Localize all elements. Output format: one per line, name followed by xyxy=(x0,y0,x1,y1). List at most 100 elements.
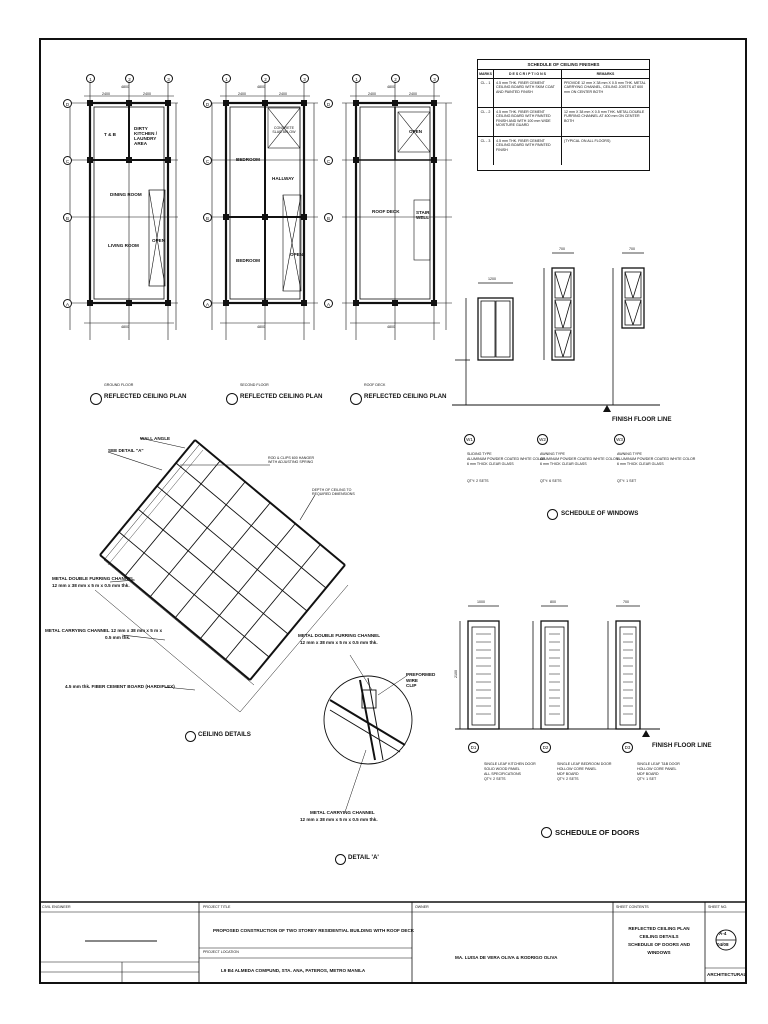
sheet-no: A-4 xyxy=(719,931,727,936)
mark-cell: CL - 3 xyxy=(478,137,494,165)
project-location: L9 B4 ALMEDA COMPUND, STA. ANA, PATEROS,… xyxy=(221,968,366,973)
window-tag: W1 xyxy=(464,434,475,445)
room-label: DINING ROOM xyxy=(110,192,142,197)
civil-engineer-label: CIVIL ENGINEER xyxy=(42,905,71,909)
table-row: CL - 1 4.5 mm THK. FIBER CEMENT CEILING … xyxy=(478,79,649,108)
project-title-label: PROJECT TITLE xyxy=(203,905,231,909)
room-label: BEDROOM xyxy=(236,157,260,162)
grid-bubble-2: 2 xyxy=(261,74,270,83)
plan-title: REFLECTED CEILING PLAN xyxy=(364,393,447,400)
desc-line: 6 mm THICK CLEAR GLASS xyxy=(617,462,664,466)
door-desc: SINGLE LEAF BEDROOM DOOR HOLLOW CORE PAN… xyxy=(557,762,612,782)
sheet-no-label: SHEET NO. xyxy=(708,905,728,909)
qty-line: QTY: 1 SET xyxy=(617,479,637,483)
grid-bubble-b: B xyxy=(203,213,212,222)
desc-cell: 4.5 mm THK. FIBER CEMENT CEILING BOARD W… xyxy=(494,108,562,136)
table-row: CL - 2 4.5 mm THK. FIBER CEMENT CEILING … xyxy=(478,108,649,137)
room-label: HALLWAY xyxy=(272,176,295,181)
dim-half: 2400 xyxy=(409,92,417,96)
room-label: ROOF DECK xyxy=(372,209,400,214)
level-label: GROUND FLOOR xyxy=(104,383,134,387)
grid-bubble-1: 1 xyxy=(222,74,231,83)
dim-top: 4800 xyxy=(121,85,129,89)
dim-bottom: 4800 xyxy=(257,325,265,329)
qty-line: QTY: 2 SETS xyxy=(484,777,506,781)
grid-bubble-d: D xyxy=(63,99,72,108)
finish-floor-label: FINISH FLOOR LINE xyxy=(612,416,672,423)
grid-bubble-b: B xyxy=(63,213,72,222)
detail-a-title: DETAIL 'A' xyxy=(348,854,379,861)
desc-line: HOLLOW CORE PANEL xyxy=(637,767,677,771)
door-height: 2100 xyxy=(454,670,458,678)
title-bubble-icon xyxy=(335,854,346,865)
project-location-label: PROJECT LOCATION xyxy=(203,950,239,954)
project-title: PROPOSED CONSTRUCTION OF TWO STOREY RESI… xyxy=(213,928,415,933)
window-tag: W3 xyxy=(614,434,625,445)
grid-bubble-c: C xyxy=(63,156,72,165)
ceiling-isometric-grid xyxy=(94,439,349,713)
schedule-title: SCHEDULE OF CEILING FINISHES xyxy=(478,60,649,70)
grid-bubble-a: A xyxy=(203,299,212,308)
schedule-header-row: MARKS D E S C R I P T I O N S REMARKS xyxy=(478,70,649,79)
room-label: LIVING ROOM xyxy=(108,243,139,248)
qty-line: QTY: 2 SETS xyxy=(467,479,489,483)
room-label: STAIR WELL xyxy=(416,210,430,220)
desc-line: AWNING TYPE xyxy=(540,452,565,456)
windows-schedule-title: SCHEDULE OF WINDOWS xyxy=(561,510,639,517)
detail-a-label: 12 mm x 38 mm x 5 m x 0.5 mm thk. xyxy=(300,817,378,822)
sheet-of: 04/08 xyxy=(717,942,729,947)
remarks-cell: (TYPICAL ON ALL FLOORS) xyxy=(564,139,611,143)
doors-schedule-title: SCHEDULE OF DOORS xyxy=(555,828,640,837)
title-bubble-icon xyxy=(226,393,238,405)
detail-a-label: PREFORMED WIRE CLIP xyxy=(406,672,436,688)
dim-half: 2400 xyxy=(102,92,110,96)
title-bubble-icon xyxy=(547,509,558,520)
detail-label: METAL DOUBLE FURRING CHANNEL xyxy=(52,576,135,581)
detail-label: WALL ANGLE xyxy=(140,436,171,441)
desc-line: SOLID WOOD PANEL xyxy=(484,767,520,771)
plan-title: REFLECTED CEILING PLAN xyxy=(240,393,323,400)
detail-label: SEE DETAIL "A" xyxy=(108,448,144,453)
detail-a-drawing xyxy=(323,654,413,813)
dim-half: 2400 xyxy=(279,92,287,96)
detail-a-label: METAL CARRYING CHANNEL xyxy=(310,810,375,815)
mark-cell: CL - 2 xyxy=(478,108,494,136)
plan-title: REFLECTED CEILING PLAN xyxy=(104,393,187,400)
grid-bubble-d: D xyxy=(203,99,212,108)
door-panel-lines xyxy=(476,633,633,715)
desc-line: ALUMINUM POWDER COATED WHITE COLOR xyxy=(540,457,619,461)
dim-top: 4800 xyxy=(257,85,265,89)
desc-line: ALUMINUM POWDER COATED WHITE COLOR xyxy=(617,457,696,461)
desc-line: AWNING TYPE xyxy=(617,452,642,456)
desc-cell: 4.5 mm THK. FIBER CEMENT CEILING BOARD W… xyxy=(494,79,562,107)
room-label: OPEN xyxy=(152,238,166,243)
grid-bubble-d: D xyxy=(324,99,333,108)
detail-label: DEPTH OF CEILING TO REQUIRED DIMENSIONS xyxy=(312,488,355,497)
window-desc: AWNING TYPE ALUMINUM POWDER COATED WHITE… xyxy=(617,452,695,484)
ceiling-details-title: CEILING DETAILS xyxy=(198,731,251,738)
desc-line: 6 mm THICK CLEAR GLASS xyxy=(467,462,514,466)
window-tag: W2 xyxy=(537,434,548,445)
desc-line: MDF BOARD xyxy=(637,772,659,776)
detail-label: 12 mm x 38 mm x 5 m x 0.5 mm thk. xyxy=(52,583,130,588)
grid-bubble-1: 1 xyxy=(352,74,361,83)
dim-half: 2400 xyxy=(368,92,376,96)
door-desc: SINGLE LEAF KITCHEN DOOR SOLID WOOD PANE… xyxy=(484,762,536,782)
room-label: OPEN xyxy=(409,129,423,134)
room-label: OPEN xyxy=(290,252,304,257)
grid-bubble-3: 3 xyxy=(430,74,439,83)
qty-line: QTY: 2 SETS xyxy=(557,777,579,781)
desc-cell: 4.5 mm THK. FIBER CEMENT CEILING BOARD W… xyxy=(494,137,562,165)
door-tag: D2 xyxy=(540,742,551,753)
mark-cell: CL - 1 xyxy=(478,79,494,107)
grid-bubble-2: 2 xyxy=(391,74,400,83)
desc-line: ALL SPECIFICATIONS xyxy=(484,772,521,776)
col-marks: MARKS xyxy=(478,70,494,78)
window-desc: SLIDING TYPE ALUMINUM POWDER COATED WHIT… xyxy=(467,452,545,484)
qty-line: QTY: 6 SETS xyxy=(540,479,562,483)
ground-floor-plan xyxy=(68,80,178,340)
desc-line: SLIDING TYPE xyxy=(467,452,492,456)
desc-line: HOLLOW CORE PANEL xyxy=(557,767,597,771)
ceiling-finish-schedule: SCHEDULE OF CEILING FINISHES MARKS D E S… xyxy=(477,59,650,171)
remarks-cell: 12 mm X 38 mm X 0.5 mm THK. METAL DOUBLE… xyxy=(564,110,645,123)
